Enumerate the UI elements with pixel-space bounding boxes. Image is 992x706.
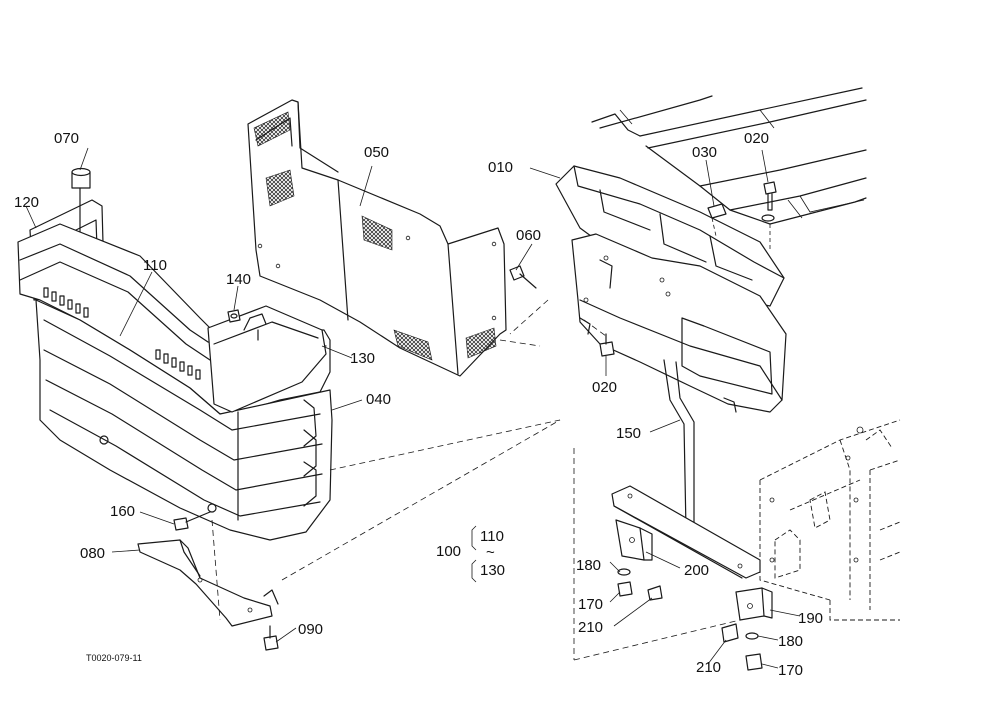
label-190: 190 (798, 610, 823, 627)
fasteners (137, 181, 777, 671)
part-number-labels: 070 120 110 140 050 060 130 040 010 030 … (14, 130, 823, 679)
label-range-from: 110 (480, 528, 504, 545)
front-grille-assembly (17, 167, 333, 541)
label-110: 110 (143, 257, 167, 274)
label-210-right: 210 (696, 659, 721, 676)
label-030: 030 (692, 144, 717, 161)
label-140: 140 (226, 271, 251, 288)
grille-slots-left (43, 287, 89, 318)
label-020-bottom: 020 (592, 379, 617, 396)
label-100: 100 (436, 543, 461, 560)
label-170-left: 170 (578, 596, 603, 613)
label-150: 150 (616, 425, 641, 442)
label-180-right: 180 (778, 633, 803, 650)
label-210-left: 210 (578, 619, 603, 636)
hood-frame-fragment (591, 87, 867, 225)
chassis-frame-fragment (759, 419, 901, 621)
label-200: 200 (684, 562, 709, 579)
label-170-right: 170 (778, 662, 803, 679)
label-120: 120 (14, 194, 39, 211)
label-160: 160 (110, 503, 135, 520)
label-060: 060 (516, 227, 541, 244)
assembly-brace-bottom (471, 559, 477, 583)
label-range-to: 130 (480, 562, 505, 579)
front-bracket-assembly (555, 165, 787, 621)
side-screen-panel (247, 99, 507, 377)
drawing-reference-code: T0020-079-11 (86, 653, 142, 663)
label-180-left: 180 (576, 557, 601, 574)
assembly-brace-top (471, 525, 477, 551)
label-070: 070 (54, 130, 79, 147)
label-010: 010 (488, 159, 513, 176)
label-range-sep: ~ (486, 544, 495, 561)
label-020-top: 020 (744, 130, 769, 147)
label-090: 090 (298, 621, 323, 638)
grille-slots-right (155, 349, 201, 380)
assembly-group-label: 100 110 ~ 130 (436, 528, 505, 579)
label-040: 040 (366, 391, 391, 408)
label-050: 050 (364, 144, 389, 161)
label-080: 080 (80, 545, 105, 562)
leader-lines (25, 147, 801, 669)
label-130: 130 (350, 350, 375, 367)
